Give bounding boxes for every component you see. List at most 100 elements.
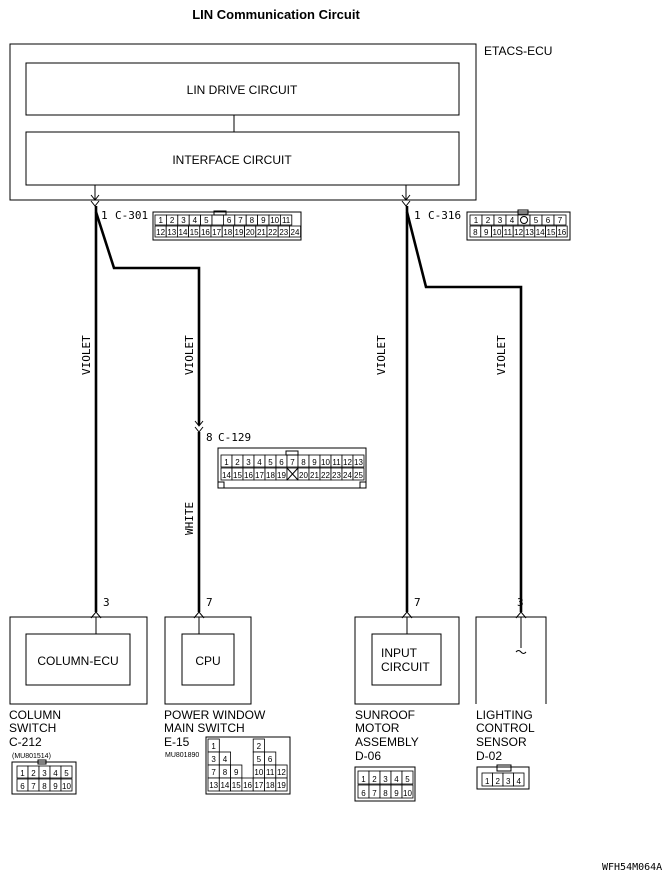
diagram-title: LIN Communication Circuit bbox=[192, 7, 360, 22]
c301-pin-label: 10 bbox=[270, 216, 279, 225]
window-pin-label: 13 bbox=[209, 781, 218, 790]
c301-pin-label: 15 bbox=[190, 228, 199, 237]
c316-pin-label: 7 bbox=[558, 216, 563, 225]
sunroof-pin: 7 bbox=[414, 596, 421, 609]
c129-pin-label: 3 bbox=[246, 458, 251, 467]
sunroof-pin-label: 9 bbox=[394, 789, 399, 798]
window-pin-label: 9 bbox=[234, 768, 239, 777]
wire2b-color: WHITE bbox=[183, 502, 196, 535]
c129-pin-label: 17 bbox=[255, 471, 264, 480]
c316-pin-label: 16 bbox=[557, 228, 566, 237]
sensor-symbol bbox=[515, 650, 527, 654]
c301-pin-label: 14 bbox=[179, 228, 188, 237]
c301-pin-label: 5 bbox=[204, 216, 209, 225]
interface-circuit-label: INTERFACE CIRCUIT bbox=[172, 153, 292, 167]
column-cell bbox=[60, 765, 73, 779]
window-pin-label: 8 bbox=[223, 768, 228, 777]
window-pin-label: 11 bbox=[266, 768, 275, 777]
sunroof-name3: ASSEMBLY bbox=[355, 735, 419, 749]
sunroof-code: D-06 bbox=[355, 749, 381, 763]
lighting-pin-label: 1 bbox=[485, 777, 490, 786]
column-part: (MU801514) bbox=[12, 753, 51, 760]
c301-pin-label: 18 bbox=[223, 228, 232, 237]
c129-pin-label: 14 bbox=[222, 471, 231, 480]
c316-pin-label: 4 bbox=[510, 216, 515, 225]
wire2-color: VIOLET bbox=[183, 335, 196, 375]
c129-pin-label: 15 bbox=[233, 471, 242, 480]
sunroof-pin-label: 8 bbox=[383, 789, 388, 798]
window-pin-label: 15 bbox=[232, 781, 241, 790]
window-pin-label: 4 bbox=[223, 755, 228, 764]
c301-pin-label: 21 bbox=[257, 228, 266, 237]
window-code: E-15 bbox=[164, 735, 190, 749]
c129-pin-label: 23 bbox=[332, 471, 341, 480]
c301-pin-label: 1 bbox=[158, 216, 163, 225]
window-pin-label: 2 bbox=[257, 742, 262, 751]
c129-cell bbox=[352, 454, 365, 468]
window-pin-label: 17 bbox=[254, 781, 263, 790]
c316-pin-label: 1 bbox=[474, 216, 479, 225]
lighting-code: D-02 bbox=[476, 749, 502, 763]
c301-pin-label: 8 bbox=[250, 216, 255, 225]
window-pin-label: 14 bbox=[220, 781, 229, 790]
c129-pin-label: 9 bbox=[312, 458, 317, 467]
column-pin-label: 8 bbox=[42, 782, 47, 791]
c129-pin-label: 16 bbox=[244, 471, 253, 480]
c129-pin-label: 25 bbox=[354, 471, 363, 480]
lighting-pin: 3 bbox=[517, 596, 524, 609]
c301-cell bbox=[288, 225, 301, 238]
wire1-color: VIOLET bbox=[80, 335, 93, 375]
sunroof-pin-label: 4 bbox=[394, 775, 399, 784]
column-code: C-212 bbox=[9, 735, 42, 749]
c129-pin-label: 12 bbox=[343, 458, 352, 467]
c301-pin-label: 9 bbox=[261, 216, 266, 225]
window-part: MU801890 bbox=[165, 752, 199, 759]
sunroof-cell bbox=[401, 784, 414, 799]
c129-pin-label: 19 bbox=[277, 471, 286, 480]
sunroof-pin-label: 6 bbox=[361, 789, 366, 798]
c316-pin-label: 2 bbox=[486, 216, 491, 225]
window-pin-label: 10 bbox=[254, 768, 263, 777]
interface-circuit-box bbox=[25, 131, 460, 186]
c301-pin-label: 17 bbox=[212, 228, 221, 237]
c301-pin-label: 13 bbox=[167, 228, 176, 237]
etacs-ecu-label: ETACS-ECU bbox=[484, 44, 552, 58]
window-pin-label: 1 bbox=[211, 742, 216, 751]
column-ecu-label: COLUMN-ECU bbox=[37, 654, 118, 668]
window-cell bbox=[275, 777, 288, 792]
sunroof-cell bbox=[401, 770, 414, 785]
window-pin-label: 7 bbox=[211, 768, 216, 777]
c301-pin-label: 4 bbox=[193, 216, 198, 225]
c316-label: C-316 bbox=[428, 209, 461, 222]
column-pin-label: 1 bbox=[20, 769, 25, 778]
c301-pin-label: 7 bbox=[238, 216, 243, 225]
input-circuit-label1: INPUT bbox=[381, 646, 418, 660]
cpu-box bbox=[181, 633, 235, 686]
c301-label: C-301 bbox=[115, 209, 148, 222]
lighting-sensor-box bbox=[475, 616, 547, 704]
column-pin-label: 4 bbox=[53, 769, 58, 778]
lighting-pin-label: 4 bbox=[517, 777, 522, 786]
column-pin-label: 7 bbox=[31, 782, 36, 791]
sunroof-name2: MOTOR bbox=[355, 721, 400, 735]
column-name2: SWITCH bbox=[9, 721, 56, 735]
c129-pin-label: 11 bbox=[332, 458, 341, 467]
c316-pin-number: 1 bbox=[414, 209, 421, 222]
c129-pin-label: 13 bbox=[354, 458, 363, 467]
c129-pin-label: 7 bbox=[290, 458, 295, 467]
column-name1: COLUMN bbox=[9, 708, 61, 722]
window-pin-label: 5 bbox=[257, 755, 262, 764]
c129-cell bbox=[352, 467, 365, 481]
column-ecu-box bbox=[25, 633, 131, 686]
lighting-pin-label: 2 bbox=[496, 777, 501, 786]
c129-pin-label: 20 bbox=[299, 471, 308, 480]
etacs-ecu-box bbox=[9, 43, 477, 201]
lighting-pin-label: 3 bbox=[506, 777, 511, 786]
sunroof-name1: SUNROOF bbox=[355, 708, 415, 722]
c129-pin-label: 8 bbox=[301, 458, 306, 467]
c301-pin-label: 12 bbox=[156, 228, 165, 237]
